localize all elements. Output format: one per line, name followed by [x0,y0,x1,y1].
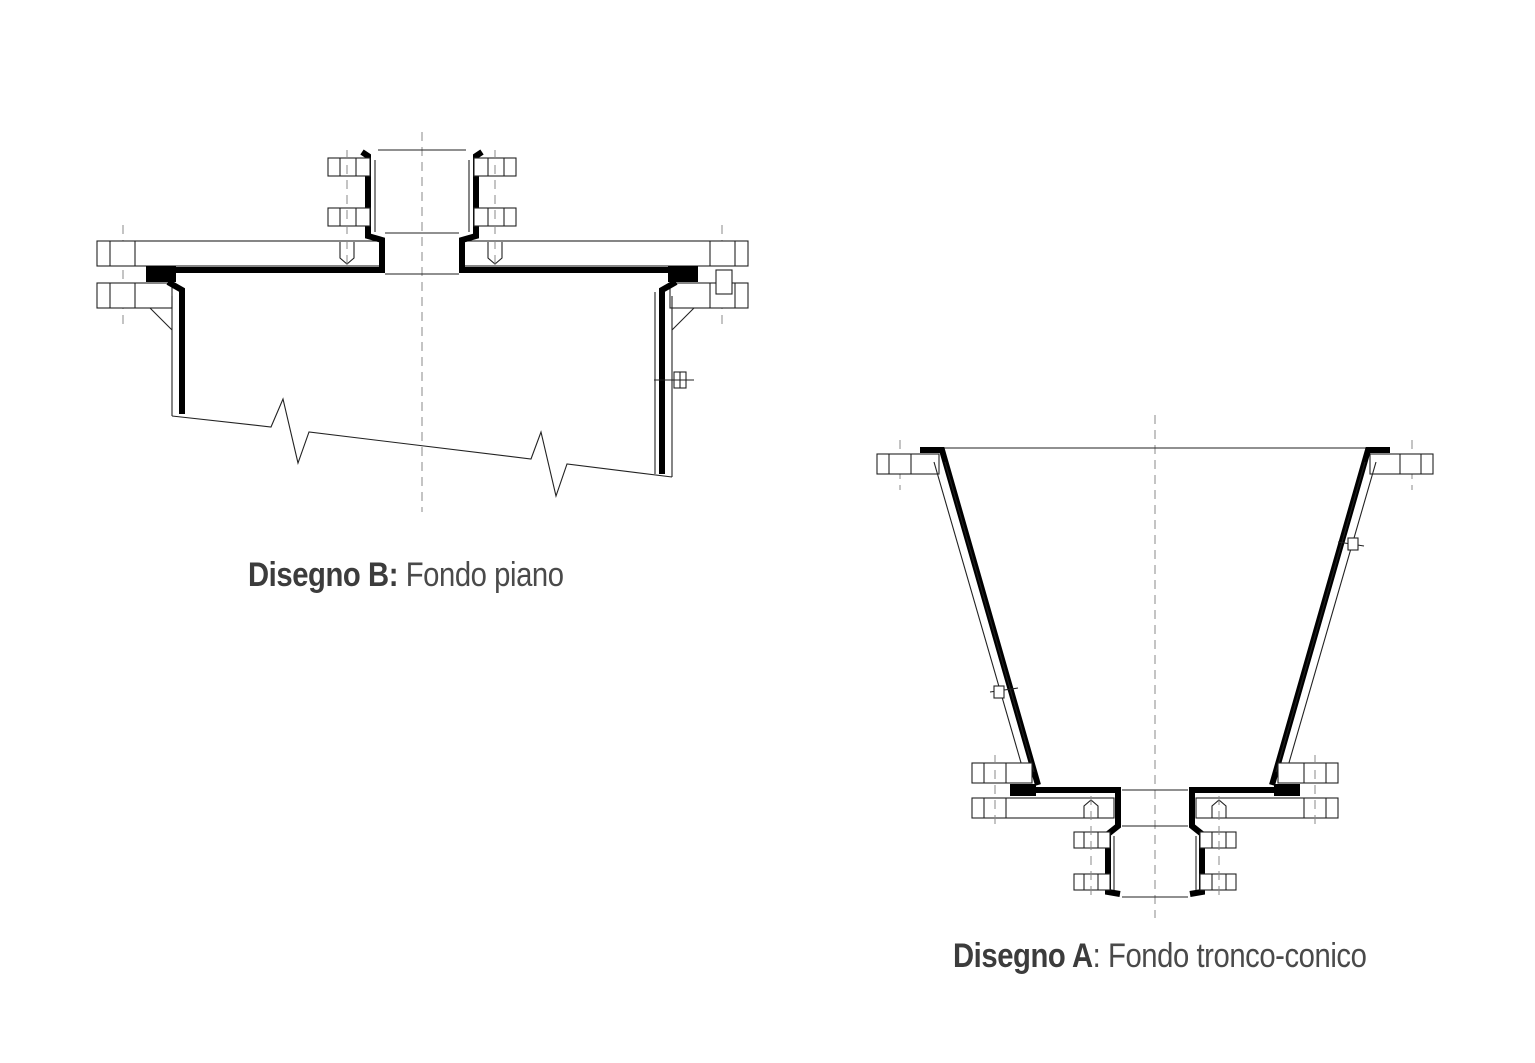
drawing-b-top-flange [96,240,749,267]
drawing-a-bottom-lining-right [1189,787,1300,897]
caption-a-text: : Fondo tronco-conico [1092,937,1367,975]
drawing-a-side-fittings [989,537,1365,699]
caption-drawing-a: Disegno A: Fondo tronco-conico [953,937,1367,976]
drawing-b-lining-right [459,149,698,273]
drawing-b-walls [166,279,694,477]
drawing-a-top-flanges [876,453,1434,475]
drawing-b-nozzle [327,149,517,275]
caption-drawing-b: Disegno B: Fondo piano [248,556,564,595]
drawing-a-conical-bottom [876,415,1434,918]
drawing-b-flat-bottom [96,132,749,512]
caption-b-bold: Disegno B: [248,556,399,594]
drawing-b-lower-flange [96,269,749,331]
drawing-a-bottom-flanges [971,755,1339,828]
caption-b-text: Fondo piano [398,556,564,594]
drawing-b-break-line [171,397,673,498]
drawing-a-nozzle [1073,789,1237,898]
caption-a-bold: Disegno A [953,937,1093,975]
drawing-a-bottom-lining-left [1010,787,1121,897]
drawing-b-lining-left [146,149,385,273]
